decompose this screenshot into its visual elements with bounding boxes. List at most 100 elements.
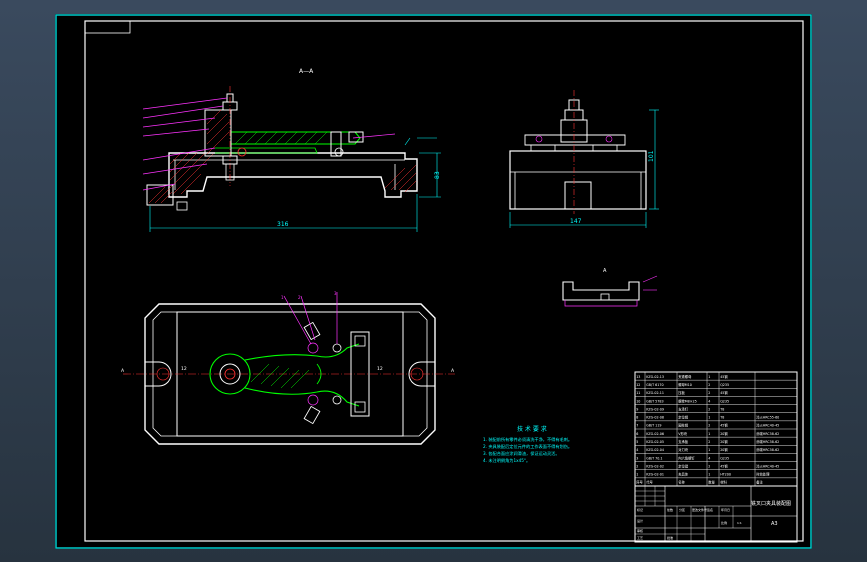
tb-label: 签名 — [707, 507, 713, 512]
parts-list-cell: 淬火HRC55-60 — [756, 415, 779, 420]
tech-req-title: 技 术 要 求 — [517, 425, 547, 433]
side-body — [509, 150, 647, 210]
parts-list-cell: 2 — [708, 391, 710, 395]
parts-list-cell: 13 — [636, 375, 640, 379]
parts-list-cell: 2 — [708, 464, 710, 468]
parts-list-header: 材料 — [720, 480, 727, 485]
leader-number-3: 3 — [334, 291, 337, 296]
parts-list-header: 名称 — [678, 480, 685, 485]
parts-list-cell: 2 — [636, 464, 638, 468]
parts-list-cell: 8 — [636, 416, 638, 420]
parts-list-cell: 20钢 — [720, 447, 728, 452]
parts-list-cell: 1 — [708, 375, 710, 379]
parts-list-cell: KZG-02-04 — [646, 448, 664, 452]
parts-list-cell: 渗碳HRC58-62 — [756, 439, 779, 444]
parts-list-cell: 11 — [636, 391, 640, 395]
u-slot-left — [145, 361, 172, 387]
fixture-body-section — [168, 152, 418, 198]
parts-list-cell: Q235 — [720, 399, 729, 403]
parts-list-cell: KZG-02-01 — [646, 473, 664, 477]
parts-list-cell: KZG-02-06 — [646, 432, 664, 436]
outer-frame — [55, 14, 812, 549]
v-block — [350, 331, 370, 417]
dims-section — [149, 137, 441, 232]
title-block: 铣叉口夹具装配图 A3 标记 处数 分区 更改文件号 签名 年月日 设计 审核 … — [634, 485, 798, 543]
aux-view: A — [562, 268, 658, 307]
drawing-sheet[interactable]: A—A — [55, 14, 812, 549]
parts-list-cell: 7 — [636, 424, 638, 428]
parts-list-cell: V形块 — [678, 431, 688, 436]
tb-label: 处数 — [667, 507, 673, 512]
tb-label: 审核 — [637, 528, 643, 533]
tb-label: 工艺 — [637, 535, 643, 540]
parts-list-cell: KZG-02-05 — [646, 440, 664, 444]
parts-list-cell: 2 — [708, 440, 710, 444]
parts-list-cell: 螺母M10 — [678, 382, 692, 387]
parts-list-cell: 淬火HRC40-45 — [756, 463, 779, 468]
sheet-size: A3 — [771, 521, 778, 527]
section-label: A—A — [299, 68, 314, 75]
parts-list-cell: 定位键 — [678, 463, 689, 468]
parts-list-cell: 内六角螺钉 — [678, 455, 695, 460]
dim-side-width: 147 — [570, 218, 582, 225]
dim-overall-width: 316 — [277, 221, 289, 228]
dim-offset-right: 12 — [377, 366, 383, 372]
parts-list-cell: 2 — [708, 424, 710, 428]
leaders-section — [142, 97, 396, 191]
tb-label: 分区 — [679, 507, 685, 512]
parts-list-cell: 夹具体 — [678, 472, 689, 477]
parts-list-cell: 6 — [636, 432, 638, 436]
parts-list-cell: T8 — [719, 416, 724, 420]
tb-label: 更改文件号 — [692, 507, 707, 512]
parts-list-cell: 9 — [636, 407, 638, 411]
inner-frame — [84, 20, 804, 542]
parts-list-cell: Q235 — [720, 456, 729, 460]
side-view: 147 101 — [509, 90, 659, 228]
dim-height-right: 83 — [434, 171, 441, 179]
parts-list-cell: 45钢 — [720, 423, 728, 428]
parts-list-cell: GB/T 70.1 — [646, 456, 662, 460]
parts-list-cell: 时效处理 — [756, 472, 770, 477]
dim-offset-left: 12 — [181, 366, 187, 372]
parts-list-cell: 45钢 — [720, 390, 728, 395]
parts-list-header: 数量 — [708, 480, 715, 485]
parts-list-cell: 5 — [636, 440, 638, 444]
parts-list-cell: 10 — [636, 399, 640, 403]
plan-body-outer — [144, 303, 436, 445]
workpiece-boss — [209, 353, 251, 395]
parts-list-cell: 圆柱销 — [678, 423, 689, 428]
parts-list-cell: 2 — [708, 407, 710, 411]
leaders-plan — [283, 292, 338, 345]
parts-list-header: 备注 — [756, 480, 763, 485]
parts-list-cell: 1 — [708, 473, 710, 477]
parts-list-cell: 4 — [636, 448, 638, 452]
drawing-canvas: A—A — [55, 14, 812, 549]
dims-side — [509, 109, 659, 228]
tb-label: 设计 — [637, 518, 643, 523]
drawing-title: 铣叉口夹具装配图 — [751, 500, 791, 507]
parts-list-cell: 2 — [708, 383, 710, 387]
parts-list-cell: 4 — [708, 399, 710, 403]
aux-part — [562, 281, 640, 301]
parts-list-cell: 压板 — [678, 390, 685, 395]
parts-list-cell: HT200 — [720, 473, 731, 477]
section-mark-right: A — [451, 368, 455, 374]
dim-side-height: 101 — [648, 150, 655, 162]
tech-req-line: 2. 夹具装配后定位元件的工作表面不得有划伤。 — [483, 443, 572, 450]
parts-list-cell: 1 — [708, 432, 710, 436]
parts-list-cell: 45钢 — [720, 374, 728, 379]
tb-label: 批准 — [667, 535, 673, 540]
aux-label: A — [603, 268, 607, 274]
parts-list-cell: KZG-02-02 — [646, 464, 664, 468]
parts-list-cell: KZG-02-08 — [646, 416, 664, 420]
parts-list-cell: KZG-02-09 — [646, 407, 664, 411]
parts-list-cell: 夹紧螺母 — [678, 374, 692, 379]
parts-list-cell: GB/T 6170 — [646, 383, 663, 387]
parts-list-cell: 4 — [708, 456, 710, 460]
parts-list-cell: 20钢 — [720, 439, 728, 444]
parts-list-cell: Q235 — [720, 383, 729, 387]
parts-list-cell: 3 — [636, 456, 638, 460]
parts-list-cell: 45钢 — [720, 463, 728, 468]
